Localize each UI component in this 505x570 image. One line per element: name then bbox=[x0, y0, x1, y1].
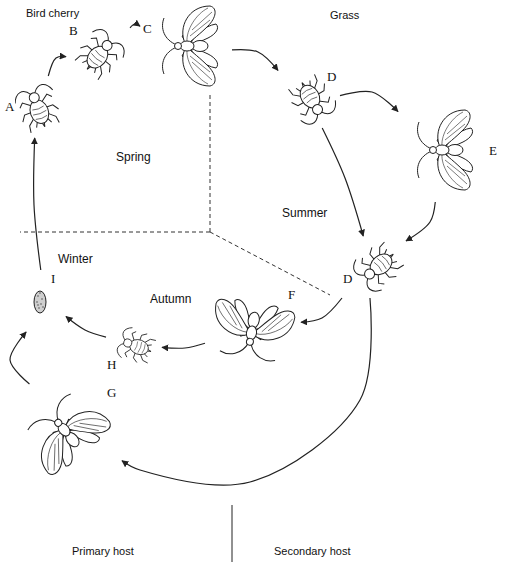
season-label: Winter bbox=[58, 252, 93, 266]
season-divider bbox=[20, 232, 210, 233]
label-anchor: Spring bbox=[116, 150, 151, 164]
life-stage: A bbox=[4, 76, 66, 138]
host-plant-label: Bird cherry bbox=[26, 6, 79, 20]
life-cycle-arrow bbox=[10, 332, 29, 384]
wingless-aphid bbox=[71, 25, 128, 83]
label-anchor: Primary host bbox=[72, 544, 134, 558]
season-label: Summer bbox=[282, 206, 327, 220]
life-stage: F bbox=[205, 288, 301, 376]
life-stage: I bbox=[22, 270, 66, 332]
aphid-egg bbox=[34, 291, 46, 313]
winged-aphid bbox=[18, 385, 115, 479]
stage-letter: D bbox=[342, 272, 353, 285]
life-stage: D bbox=[278, 70, 340, 128]
season-divider bbox=[210, 232, 330, 295]
stage-letter: F bbox=[287, 288, 296, 301]
life-stage: D bbox=[340, 236, 406, 298]
stage-letter: H bbox=[106, 358, 117, 371]
label-anchor: Grass bbox=[330, 8, 359, 22]
host-divider bbox=[232, 505, 233, 562]
stage-letter: G bbox=[106, 386, 117, 399]
wingless-aphid bbox=[349, 238, 407, 295]
wingless-aphid bbox=[115, 325, 157, 366]
host-plant-label: Grass bbox=[330, 8, 359, 22]
life-cycle-arrow bbox=[162, 343, 205, 348]
life-stage: H bbox=[106, 320, 162, 373]
life-cycle-arrow bbox=[301, 298, 342, 322]
winged-aphid bbox=[208, 296, 296, 364]
life-stage: B bbox=[66, 22, 130, 82]
season-label: Autumn bbox=[150, 292, 191, 306]
label-anchor: Winter bbox=[58, 252, 93, 266]
season-divider bbox=[210, 92, 211, 232]
label-anchor: Bird cherry bbox=[26, 6, 79, 20]
winged-aphid bbox=[418, 110, 473, 190]
life-cycle-arrow bbox=[48, 56, 66, 76]
label-anchor: Summer bbox=[282, 206, 327, 220]
host-label: Primary host bbox=[72, 544, 134, 558]
season-label: Spring bbox=[116, 150, 151, 164]
life-cycle-arrow bbox=[130, 24, 140, 28]
host-label: Secondary host bbox=[274, 544, 350, 558]
life-stage: E bbox=[398, 98, 500, 202]
life-cycle-arrow bbox=[34, 138, 41, 270]
life-cycle-arrow bbox=[122, 298, 371, 485]
label-anchor: Autumn bbox=[150, 292, 191, 306]
life-cycle-arrow bbox=[232, 50, 278, 71]
stage-letter: E bbox=[488, 144, 498, 157]
label-anchor: Secondary host bbox=[274, 544, 350, 558]
life-cycle-arrow bbox=[340, 91, 398, 111]
stage-letter: C bbox=[142, 22, 153, 35]
life-stage: C bbox=[140, 4, 232, 88]
stage-letter: A bbox=[4, 100, 15, 113]
stage-letter: B bbox=[68, 24, 79, 37]
stage-letter: I bbox=[50, 272, 56, 285]
stage-letter: D bbox=[326, 70, 337, 83]
life-stage: G bbox=[18, 384, 122, 484]
winged-aphid bbox=[163, 6, 218, 86]
life-cycle-arrow bbox=[322, 128, 363, 236]
life-cycle-arrow bbox=[66, 317, 106, 338]
life-cycle-arrow bbox=[406, 202, 435, 241]
wingless-aphid bbox=[12, 82, 64, 135]
